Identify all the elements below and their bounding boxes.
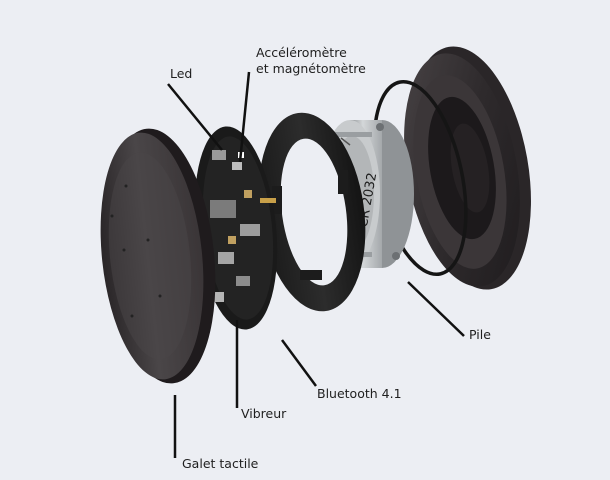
frame-ring [258,112,366,312]
label-battery: Pile [469,327,491,342]
touch-disc [100,128,216,384]
label-led: Led [170,66,193,81]
pcb-board [194,126,278,330]
leader-accel [238,71,251,163]
label-bluetooth: Bluetooth 4.1 [317,386,402,401]
label-accelerometer-line2: et magnétomètre [256,61,366,76]
leader-led [167,83,223,151]
label-vibrator: Vibreur [241,406,287,421]
label-accelerometer-line1: Accéléromètre [256,45,347,60]
label-touch-disc: Galet tactile [182,456,259,471]
leader-lines [167,71,465,458]
leader-pile [407,281,465,337]
label-accelerometer: Accéléromètre et magnétomètre [256,45,366,77]
leader-bluetooth [280,339,318,387]
